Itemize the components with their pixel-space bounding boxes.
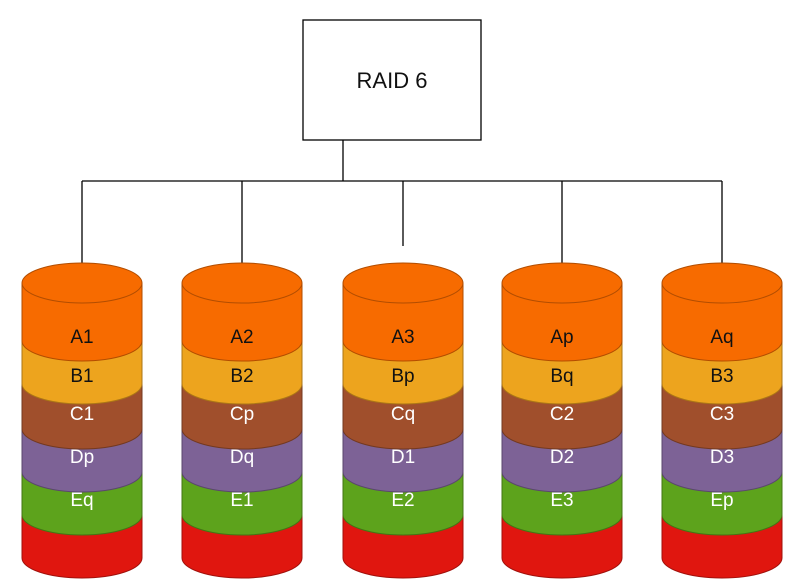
disk-top-cap	[661, 262, 783, 304]
block-label: D3	[710, 447, 734, 468]
disk-top-cap	[181, 262, 303, 304]
block-label: C2	[550, 404, 574, 425]
block-band	[342, 282, 464, 362]
block-band	[21, 282, 143, 362]
block-label: Eq	[70, 490, 93, 511]
raid-title: RAID 6	[357, 68, 428, 93]
block-label: A3	[391, 327, 414, 348]
block-band	[501, 282, 623, 362]
block-band	[661, 282, 783, 362]
disk-top-cap	[342, 262, 464, 304]
block-label: Bp	[391, 366, 414, 387]
block-label: Aq	[710, 327, 733, 348]
block-label: Dp	[70, 447, 94, 468]
block-label: Cq	[391, 404, 415, 425]
block-label: Cp	[230, 404, 254, 425]
block-label: B1	[70, 366, 93, 387]
block-label: Bq	[550, 366, 573, 387]
raid-controller-box	[302, 19, 482, 141]
block-label: C1	[70, 404, 94, 425]
block-label: D1	[391, 447, 415, 468]
block-label: E2	[391, 490, 414, 511]
block-label: A1	[70, 327, 93, 348]
block-label: E3	[550, 490, 573, 511]
connector-lines	[81, 140, 723, 280]
block-label: B2	[230, 366, 253, 387]
disk-top-cap	[501, 262, 623, 304]
block-label: C3	[710, 404, 734, 425]
block-label: Ap	[550, 327, 573, 348]
block-label: D2	[550, 447, 574, 468]
block-label: E1	[230, 490, 253, 511]
block-label: Dq	[230, 447, 254, 468]
block-label: Ep	[710, 490, 733, 511]
block-label: A2	[230, 327, 253, 348]
block-band	[181, 282, 303, 362]
block-label: B3	[710, 366, 733, 387]
disk-top-cap	[21, 262, 143, 304]
